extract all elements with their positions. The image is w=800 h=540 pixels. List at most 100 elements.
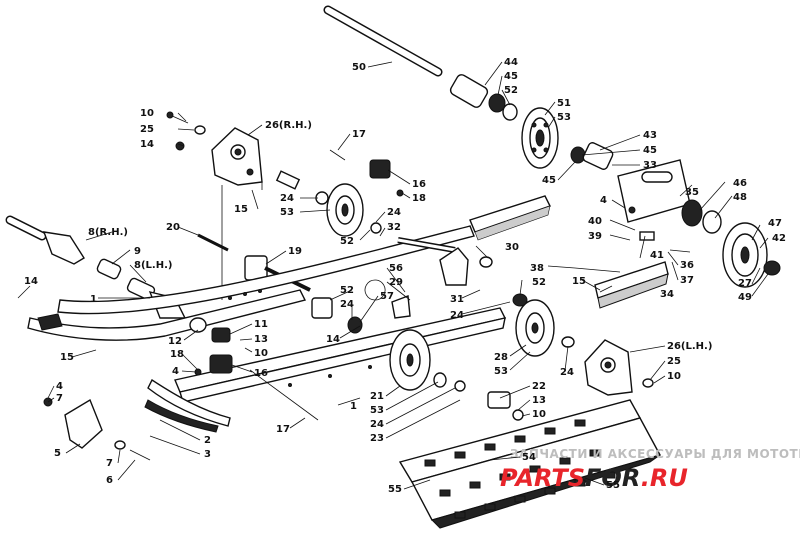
callout-20: 20	[166, 222, 180, 233]
callout-18: 18	[170, 349, 184, 360]
bracket-29	[439, 247, 469, 286]
callout-11: 11	[254, 319, 268, 330]
callout-17: 17	[276, 424, 290, 435]
bolt-10-a	[166, 111, 189, 124]
callout-31: 31	[450, 294, 464, 305]
callout-55: 55	[388, 484, 402, 495]
leader-lines	[17, 61, 769, 490]
front-shaft-8	[5, 215, 122, 280]
rail-holes	[228, 289, 372, 387]
callout-labels: 50 44 45 52 51 53 43 45 33 45 10 25 14 2…	[24, 57, 786, 495]
callout-10: 10	[667, 371, 681, 382]
callout-19: 19	[288, 246, 302, 257]
callout-7: 7	[106, 458, 113, 469]
callout-47: 47	[768, 218, 782, 229]
callout-48: 48	[733, 192, 747, 203]
shaft-20	[197, 233, 229, 252]
callout-35: 35	[685, 187, 699, 198]
callout-36: 36	[680, 260, 694, 271]
spring-30	[479, 256, 493, 268]
callout-46: 46	[733, 178, 747, 189]
brand-part-1: PARTS	[500, 464, 585, 492]
block-16-b	[209, 354, 233, 374]
callout-1: 1	[350, 401, 357, 412]
bearing-46	[681, 199, 722, 234]
callout-24: 24	[450, 310, 464, 321]
callout-15: 15	[234, 204, 248, 215]
callout-14: 14	[140, 139, 154, 150]
callout-24: 24	[370, 419, 384, 430]
callout-4: 4	[172, 366, 179, 377]
callout-34: 34	[660, 289, 674, 300]
bracket-26-rh	[211, 127, 263, 186]
callout-53: 53	[280, 207, 294, 218]
callout-52: 52	[532, 277, 546, 288]
bearing-sleeve-43	[570, 142, 614, 170]
callout-8-rh: 8(R.H.)	[88, 227, 128, 238]
idler-wheel-53-right	[515, 299, 555, 357]
pin-17-b	[249, 369, 319, 421]
callout-10: 10	[254, 348, 268, 359]
callout-7: 7	[56, 393, 63, 404]
callout-51: 51	[557, 98, 571, 109]
callout-4: 4	[600, 195, 607, 206]
slide-rail-upper	[469, 195, 551, 241]
callout-17: 17	[352, 129, 366, 140]
callout-22: 22	[532, 381, 546, 392]
wear-strip-2	[144, 378, 231, 433]
rear-wheel-47	[722, 222, 768, 288]
cap-49	[763, 260, 781, 276]
slide-rail-34	[594, 261, 669, 309]
callout-53: 53	[557, 112, 571, 123]
callout-6: 6	[106, 475, 113, 486]
callout-5: 5	[54, 448, 61, 459]
shaft-32	[397, 237, 456, 253]
watermark: ЗАПЧАСТИ И АКСЕССУАРЫ ДЛЯ МОТОТЕХНИКИ PA…	[500, 447, 800, 492]
callout-10: 10	[532, 409, 546, 420]
callout-32: 32	[387, 222, 401, 233]
callout-33: 33	[643, 160, 657, 171]
track-section	[398, 399, 662, 529]
callout-14: 14	[326, 334, 340, 345]
slide-rail-1-front	[27, 289, 307, 341]
callout-53: 53	[494, 366, 508, 377]
callout-13: 13	[532, 395, 546, 406]
callout-27: 27	[738, 278, 752, 289]
callout-24: 24	[280, 193, 294, 204]
callout-44: 44	[504, 57, 518, 68]
callout-24: 24	[560, 367, 574, 378]
callout-16: 16	[254, 368, 268, 379]
washer-25-a	[194, 125, 206, 135]
callout-15: 15	[572, 276, 586, 287]
callout-41: 41	[650, 250, 664, 261]
callout-53: 53	[370, 405, 384, 416]
brand-part-2: FOR	[585, 464, 641, 492]
callout-38: 38	[530, 263, 544, 274]
callout-24: 24	[340, 299, 354, 310]
block-11	[211, 327, 231, 343]
callout-26-lh: 26(L.H.)	[667, 341, 712, 352]
callout-45: 45	[542, 175, 556, 186]
callout-23: 23	[370, 433, 384, 444]
callout-28: 28	[494, 352, 508, 363]
callout-43: 43	[643, 130, 657, 141]
idler-wheel-53-mid	[389, 329, 431, 391]
callout-30: 30	[505, 242, 519, 253]
bearing-sleeve-44	[449, 74, 518, 121]
callout-54: 54	[522, 452, 536, 463]
block-16-a	[369, 159, 391, 179]
callout-25: 25	[667, 356, 681, 367]
callout-45: 45	[643, 145, 657, 156]
callout-25: 25	[140, 124, 154, 135]
callout-40: 40	[588, 216, 602, 227]
brand-part-3: .RU	[641, 464, 688, 492]
callout-12: 12	[168, 336, 182, 347]
callout-10: 10	[140, 108, 154, 119]
callout-8-lh: 8(L.H.)	[134, 260, 172, 271]
bracket-26-lh	[584, 339, 633, 396]
callout-15: 15	[60, 352, 74, 363]
callout-52: 52	[340, 236, 354, 247]
washer-12	[189, 317, 207, 333]
callout-14: 14	[24, 276, 38, 287]
